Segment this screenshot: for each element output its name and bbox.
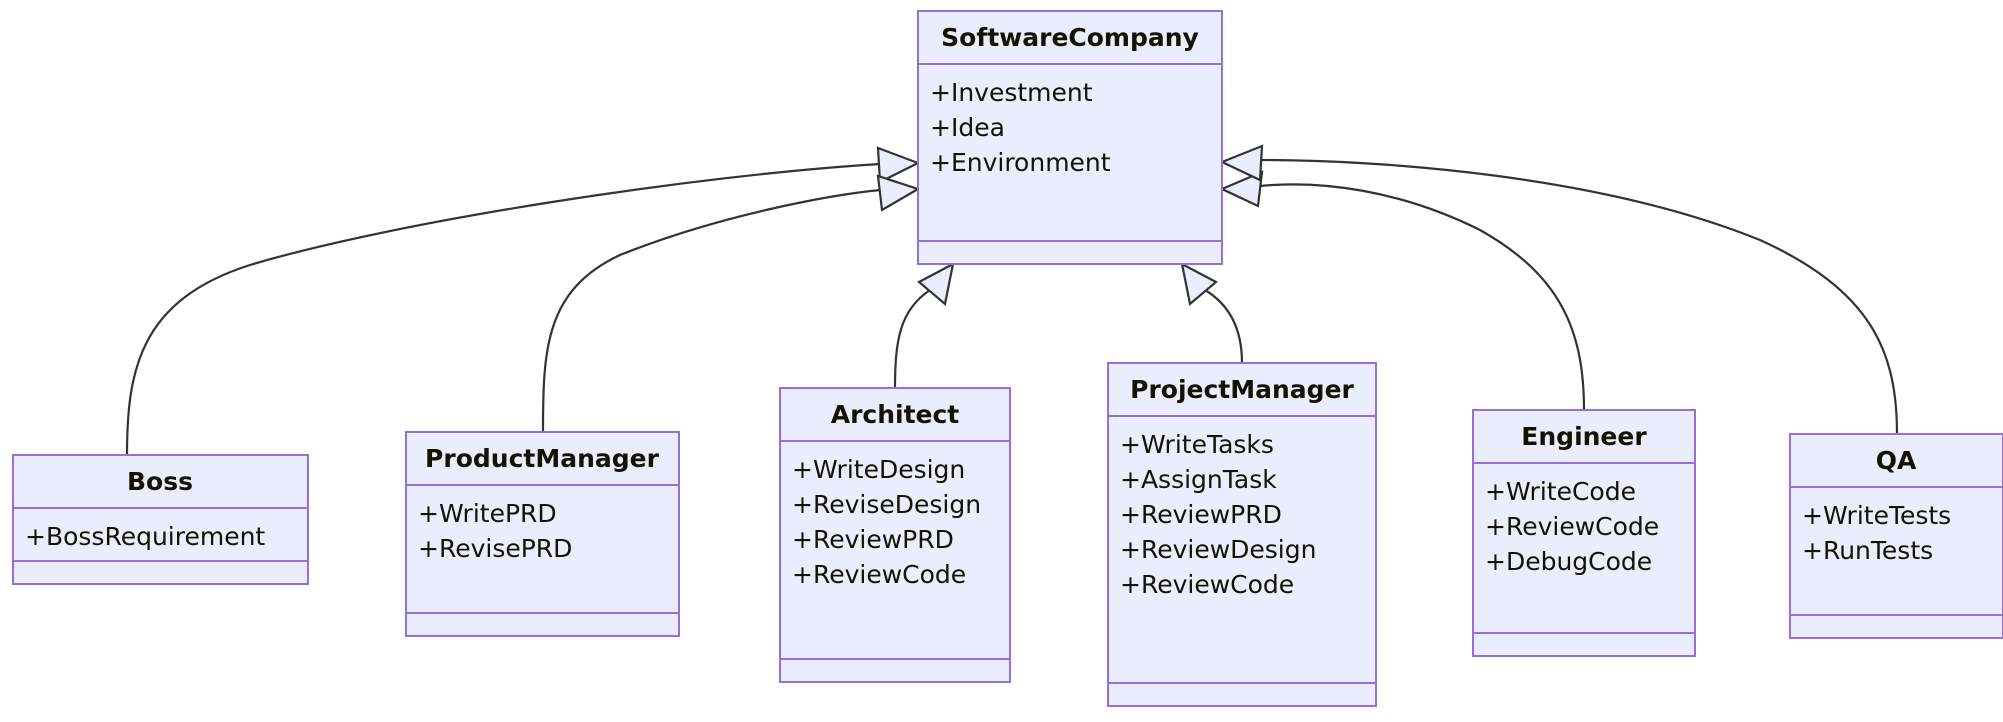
class-attribute: +ReviewCode xyxy=(1120,570,1294,599)
edge-line xyxy=(1204,289,1244,364)
class-node-qa[interactable]: QA +WriteTests +RunTests xyxy=(1789,433,2003,639)
edge-engineer-to-software-company xyxy=(1219,170,1586,411)
class-box[interactable] xyxy=(779,387,1011,683)
class-attribute: +ReviewCode xyxy=(792,560,966,589)
class-title: QA xyxy=(1876,446,1917,475)
edge-project-manager-to-software-company xyxy=(1180,261,1244,364)
class-attribute: +WriteDesign xyxy=(792,455,965,484)
generalization-arrowhead xyxy=(876,146,921,184)
class-attribute: +WriteTasks xyxy=(1120,430,1274,459)
edge-layer xyxy=(125,144,1899,456)
class-box[interactable] xyxy=(405,431,680,637)
class-attribute: +ReviewPRD xyxy=(1120,500,1282,529)
class-attribute: +ReviewPRD xyxy=(792,525,954,554)
class-box[interactable] xyxy=(1472,409,1696,657)
class-node-architect[interactable]: Architect +WriteDesign +ReviseDesign +Re… xyxy=(779,387,1011,683)
class-attribute: +WriteCode xyxy=(1485,477,1636,506)
class-title: ProjectManager xyxy=(1130,375,1354,404)
generalization-arrowhead xyxy=(876,174,921,212)
edge-boss-to-software-company xyxy=(125,146,921,456)
edge-line xyxy=(893,289,931,389)
class-node-engineer[interactable]: Engineer +WriteCode +ReviewCode +DebugCo… xyxy=(1472,409,1696,657)
class-attribute: +ReviewDesign xyxy=(1120,535,1316,564)
class-attribute: +BossRequirement xyxy=(25,522,265,551)
class-box[interactable] xyxy=(1789,433,2003,639)
edge-line xyxy=(541,188,881,433)
class-node-product-manager[interactable]: ProductManager +WritePRD +RevisePRD xyxy=(405,431,680,637)
class-node-software-company[interactable]: SoftwareCompany +Investment +Idea +Envir… xyxy=(917,10,1223,265)
class-node-project-manager[interactable]: ProjectManager +WriteTasks +AssignTask +… xyxy=(1107,362,1377,707)
class-title: ProductManager xyxy=(425,444,660,473)
generalization-arrowhead xyxy=(1219,144,1264,182)
class-title: Engineer xyxy=(1521,422,1647,451)
edge-architect-to-software-company xyxy=(893,261,955,389)
edge-product-manager-to-software-company xyxy=(541,174,921,433)
class-box[interactable] xyxy=(917,10,1223,265)
class-title: SoftwareCompany xyxy=(941,23,1199,52)
class-title: Boss xyxy=(127,467,193,496)
class-attribute: +ReviewCode xyxy=(1485,512,1659,541)
class-attribute: +WritePRD xyxy=(418,499,557,528)
class-attribute: +Environment xyxy=(930,148,1111,177)
class-attribute: +RunTests xyxy=(1802,536,1933,565)
edge-line xyxy=(1259,183,1586,411)
generalization-arrowhead xyxy=(1180,261,1218,307)
edge-qa-to-software-company xyxy=(1219,144,1899,435)
class-attribute: +WriteTests xyxy=(1802,501,1951,530)
class-attribute: +RevisePRD xyxy=(418,534,572,563)
class-attribute: +DebugCode xyxy=(1485,547,1652,576)
generalization-arrowhead xyxy=(1219,170,1264,208)
class-attribute: +Investment xyxy=(930,78,1093,107)
class-title: Architect xyxy=(831,400,960,429)
class-attribute: +ReviseDesign xyxy=(792,490,981,519)
class-attribute: +Idea xyxy=(930,113,1005,142)
edge-line xyxy=(1259,158,1899,435)
class-box[interactable] xyxy=(1107,362,1377,707)
class-node-boss[interactable]: Boss +BossRequirement xyxy=(12,454,309,585)
class-attribute: +AssignTask xyxy=(1120,465,1277,494)
class-box[interactable] xyxy=(12,454,309,585)
generalization-arrowhead xyxy=(917,261,955,307)
edge-line xyxy=(125,162,881,456)
